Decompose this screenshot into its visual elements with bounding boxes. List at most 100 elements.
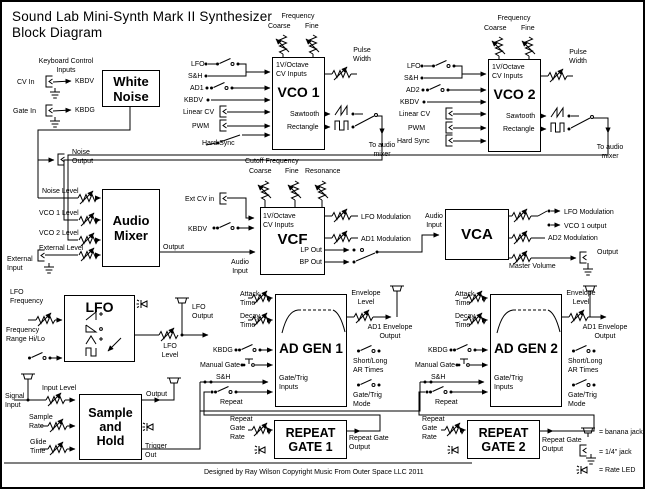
vco2-sawtooth-label: Sawtooth <box>506 113 536 120</box>
audio-mixer-block: Audio Mixer <box>102 189 160 267</box>
lfo-output-label: LFO Output <box>192 304 214 321</box>
quarter-jack-icon <box>219 105 227 118</box>
adgen2-envelope-level-label: Envelope Level <box>566 290 596 307</box>
vco2-title: VCO 2 <box>493 86 536 102</box>
ramp-up-wave-icon <box>85 310 97 321</box>
vco2-rectangle-label: Rectangle <box>503 126 535 133</box>
lfo-title: LFO <box>85 299 114 315</box>
external-input-label: External Input <box>7 256 33 273</box>
legend-rate-led: = Rate LED <box>599 467 636 474</box>
adgen1-gate-trig-inputs-label: Gate/Trig Inputs <box>279 375 308 392</box>
banana-jack-icon <box>389 285 405 296</box>
vco2-sh-label: S&H <box>404 75 419 82</box>
pot-icon <box>445 423 464 436</box>
vco2-fine-label: Fine <box>521 25 535 32</box>
vco2-pwm-label: PWM <box>408 125 426 132</box>
led-icon <box>254 445 266 455</box>
switch-icon <box>356 379 381 387</box>
page-subtitle: Block Diagram <box>12 25 103 40</box>
pot-icon <box>306 35 319 54</box>
vco1-hard-sync-label: Hard Sync <box>202 140 235 147</box>
lfo-level-label: LFO Level <box>161 343 179 360</box>
vca-title: VCA <box>461 226 493 243</box>
sh-output-label: Output <box>146 391 168 398</box>
vco1-block: VCO 1 <box>272 57 325 150</box>
repeat-gate1-block: REPEAT GATE 1 <box>274 420 347 459</box>
pot-icon <box>332 67 351 80</box>
pot-icon <box>276 35 289 54</box>
adgen2-block: AD GEN 2 <box>490 294 562 407</box>
vcf-title: VCF <box>277 231 308 248</box>
switch-icon <box>215 58 240 66</box>
vca-vco1-output-label: VCO 1 output <box>564 223 607 230</box>
quarter-jack-icon <box>219 119 227 132</box>
mixer-io-wiring <box>37 248 256 274</box>
noise-output-label: Noise Output <box>72 149 94 166</box>
vca-block: VCA <box>445 209 509 260</box>
vco2-level-label: VCO 2 Level <box>39 230 79 237</box>
triangle-wave-icon <box>85 335 97 345</box>
vco1-rectangle-label: Rectangle <box>287 124 319 131</box>
pot-icon <box>548 69 567 82</box>
vco1-lfo-label: LFO <box>191 61 205 68</box>
switch-icon <box>571 379 596 387</box>
repeat-gate2-title: REPEAT GATE 2 <box>478 425 529 454</box>
vco2-lfo-label: LFO <box>407 63 421 70</box>
sawtooth-wave-icon <box>334 105 348 116</box>
vco1-frequency-label: Frequency <box>281 13 315 20</box>
adgen2-short-long-label: Short/Long AR Times <box>568 358 603 375</box>
pot-icon <box>79 213 98 226</box>
vco1-wiring <box>204 35 383 146</box>
vcf-kbdv-label: KBDV <box>188 226 208 233</box>
adgen1-gate-trig-mode-label: Gate/Trig Mode <box>353 392 382 409</box>
pot-icon <box>288 181 301 200</box>
ground-icon <box>582 264 594 276</box>
vco2-pulse-width-label: Pulse Width <box>569 49 587 66</box>
vco1-sawtooth-label: Sawtooth <box>290 111 320 118</box>
ground-icon <box>49 116 61 128</box>
master-volume-label: Master Volume <box>509 263 556 270</box>
pot-icon <box>252 423 271 436</box>
ground-icon <box>49 87 61 99</box>
envelope-curve <box>281 309 299 334</box>
pot-icon <box>492 37 505 56</box>
quarter-jack-icon <box>445 107 453 120</box>
lfo-wiring <box>27 297 209 361</box>
sample-hold-wiring <box>14 373 485 455</box>
adgen2-gate-trig-inputs-label: Gate/Trig Inputs <box>494 375 523 392</box>
pot-icon <box>78 191 97 204</box>
square-wave-icon <box>550 122 565 133</box>
square-wave-icon <box>85 347 97 357</box>
vcf-coarse-label: Coarse <box>249 168 272 175</box>
adgen1-short-long-label: Short/Long AR Times <box>353 358 388 375</box>
legend-quarter-jack: = 1/4" jack <box>599 449 632 456</box>
push-button-icon <box>457 358 470 367</box>
keyboard-input-wiring <box>45 75 72 128</box>
adgen2-gate-trig-mode-label: Gate/Trig Mode <box>568 392 597 409</box>
vco2-ad2-label: AD2 <box>406 87 420 94</box>
vcf-lfo-modulation-label: LFO Modulation <box>361 214 411 221</box>
adgen1-repeat-label: Repeat <box>220 399 243 406</box>
pot-icon <box>36 313 55 326</box>
vca-audio-input-label: Audio Input <box>425 213 443 230</box>
banana-jack-icon <box>20 373 36 384</box>
sample-hold-block: Sample and Hold <box>79 394 142 460</box>
adgen1-sh-label: S&H <box>216 374 231 381</box>
led-icon <box>142 422 154 432</box>
vca-ad2-modulation-label: AD2 Modulation <box>548 235 598 242</box>
adgen2-sh-label: S&H <box>431 374 446 381</box>
pot-icon <box>46 393 65 406</box>
vco1-coarse-label: Coarse <box>268 23 291 30</box>
vco2-hard-sync-label: Hard Sync <box>397 138 430 145</box>
vco1-level-label: VCO 1 Level <box>39 210 79 217</box>
frequency-range-label: Frequency Range Hi/Lo <box>6 327 45 344</box>
gate-in-label: Gate In <box>13 108 36 115</box>
kbdg-label: KBDG <box>75 107 95 114</box>
switch-icon <box>215 222 240 230</box>
switch-icon <box>431 60 456 68</box>
cutoff-frequency-label: Cutoff Frequency <box>245 158 299 165</box>
vco1-ad1-label: AD1 <box>190 85 204 92</box>
audio-mixer-title: Audio Mixer <box>112 213 150 243</box>
rg1-rate-label: Repeat Gate Rate <box>230 416 253 442</box>
